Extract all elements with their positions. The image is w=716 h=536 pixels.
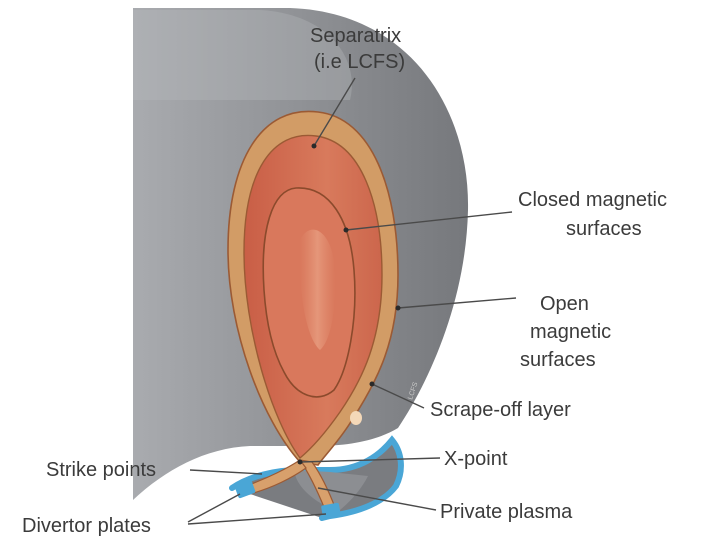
x-point-label: X-point xyxy=(444,448,508,470)
scrape-off-highlight xyxy=(350,411,362,425)
closed-surfaces-label-line1: Closed magnetic xyxy=(518,189,667,211)
separatrix-dot xyxy=(312,144,317,149)
divertor-plates-leader-2 xyxy=(188,514,326,524)
open-surfaces-dot xyxy=(396,306,401,311)
closed-surfaces-dot xyxy=(344,228,349,233)
private-plasma-label: Private plasma xyxy=(440,501,573,523)
divertor-plates-leader-1 xyxy=(188,494,240,522)
scrape-off-dot xyxy=(370,382,375,387)
strike-points-leader xyxy=(190,470,262,474)
divertor-plates-label: Divertor plates xyxy=(22,515,151,536)
scrape-off-label: Scrape-off layer xyxy=(430,399,571,421)
separatrix-label-line2: (i.e LCFS) xyxy=(314,51,405,73)
open-surfaces-label-line2: magnetic xyxy=(530,321,611,343)
closed-surfaces-label-line2: surfaces xyxy=(566,218,642,240)
separatrix-label-line1: Separatrix xyxy=(310,25,401,47)
x-point-dot xyxy=(298,460,303,465)
strike-points-label: Strike points xyxy=(46,459,156,481)
open-surfaces-label-line1: Open xyxy=(540,293,589,315)
open-surfaces-label-line3: surfaces xyxy=(520,349,596,371)
